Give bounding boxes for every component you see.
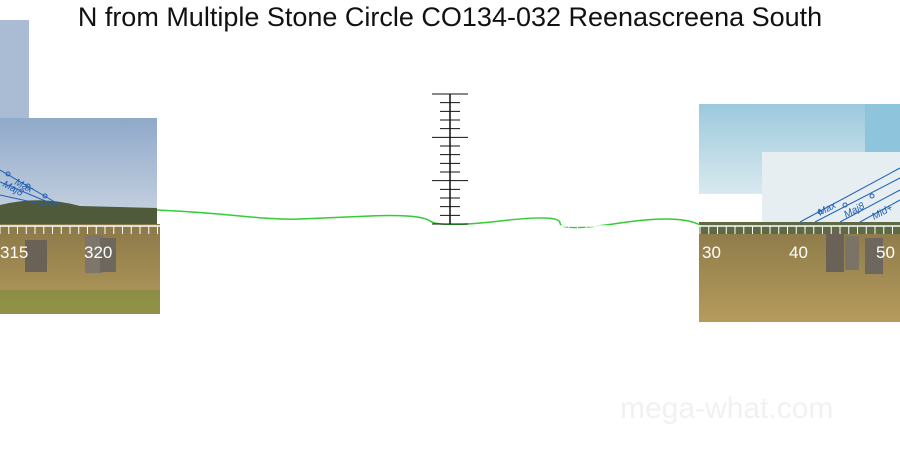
- right-photo: Max Maj8 Mid+: [699, 104, 900, 322]
- azimuth-axis: [0, 225, 900, 234]
- azimuth-label: 20: [614, 243, 633, 262]
- standing-stone: [845, 236, 859, 270]
- altitude-scale: [432, 93, 468, 225]
- azimuth-label: 10: [527, 243, 546, 262]
- standing-stone: [85, 235, 103, 273]
- azimuth-label: 320: [84, 243, 112, 262]
- standing-stone: [25, 240, 47, 272]
- azimuth-label: 350: [343, 243, 371, 262]
- page-title: N from Multiple Stone Circle CO134-032 R…: [77, 2, 823, 32]
- standing-stone: [865, 238, 883, 274]
- left-photo: Max Maj8: [0, 20, 160, 314]
- azimuth-label: 330: [170, 243, 198, 262]
- azimuth-label: 360: [432, 243, 460, 262]
- horizon-line: [156, 209, 701, 229]
- watermark: mega-what.com: [620, 392, 834, 425]
- standing-stone: [826, 232, 844, 272]
- azimuth-label: 315: [0, 243, 28, 262]
- azimuth-label: 30: [702, 243, 721, 262]
- azimuth-label: 40: [789, 243, 808, 262]
- azimuth-label: 340: [256, 243, 284, 262]
- azimuth-label: 50: [876, 243, 895, 262]
- standing-stone: [100, 238, 116, 272]
